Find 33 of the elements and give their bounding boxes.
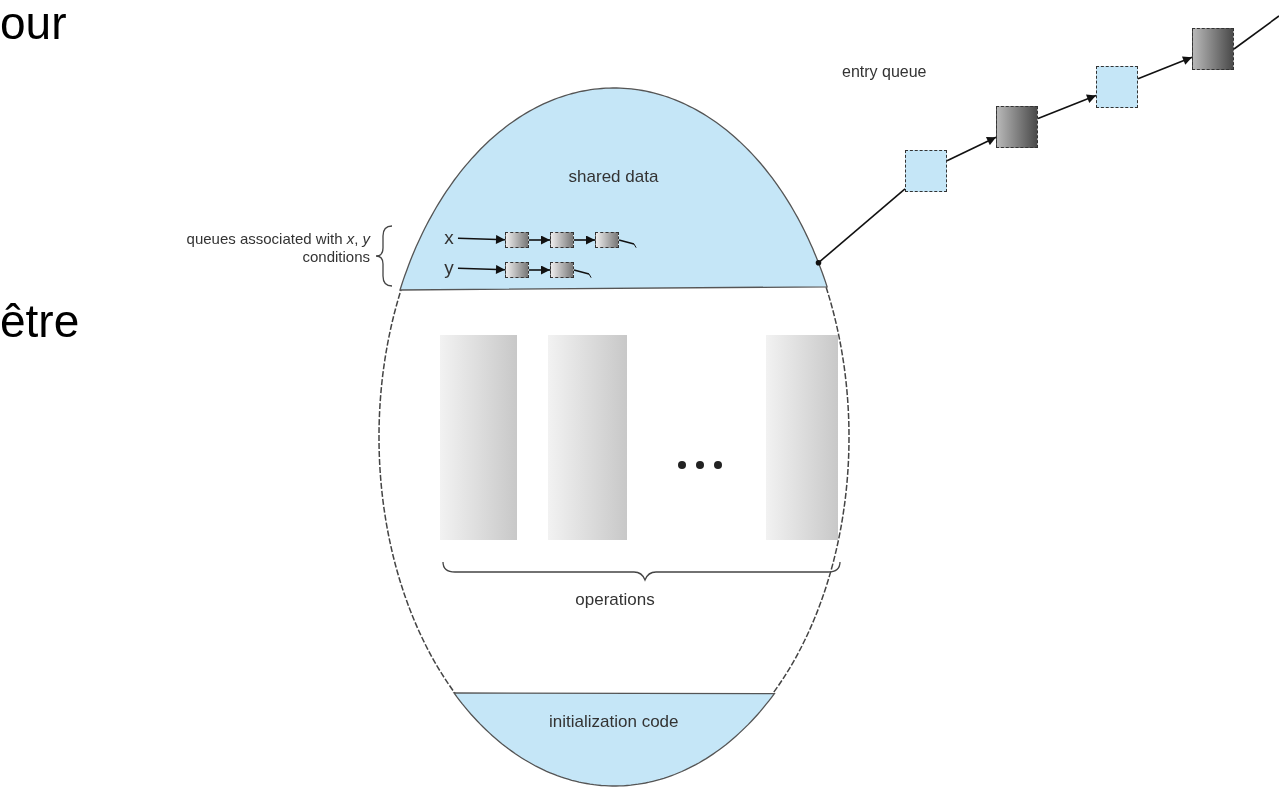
slide-text: our	[0, 0, 68, 51]
operation-bar	[440, 335, 517, 540]
slide-text: être	[0, 294, 81, 349]
band-label: initialization code	[548, 711, 680, 733]
arrow	[1037, 94, 1097, 120]
brace-label: operations	[574, 590, 656, 611]
arrow	[573, 235, 596, 245]
arrow	[528, 265, 551, 275]
monitor-oval	[378, 88, 850, 786]
queue-node	[504, 232, 529, 248]
queue-node	[996, 106, 1038, 148]
arrow	[457, 264, 506, 274]
queue-node	[594, 232, 619, 248]
arrow	[946, 136, 997, 162]
queue-label: entry queue	[842, 62, 928, 82]
variable-label: y	[439, 256, 458, 280]
shaded-band	[399, 88, 827, 290]
operation-bar	[548, 335, 627, 540]
variable-label: x	[439, 226, 458, 250]
arrow	[528, 235, 551, 245]
brace-label: queues associated with x, y conditions	[185, 230, 370, 266]
shaded-band	[453, 693, 774, 786]
queue-node	[504, 262, 529, 278]
queue-node	[549, 232, 574, 248]
operation-bar	[766, 335, 838, 540]
queue-node	[549, 262, 574, 278]
queue-node	[905, 150, 947, 192]
arrow	[457, 234, 506, 244]
band-label: shared data	[567, 166, 660, 188]
connector-line	[815, 188, 906, 266]
queue-node	[1096, 66, 1138, 108]
arrow	[1137, 56, 1193, 80]
queue-node	[1192, 28, 1234, 70]
